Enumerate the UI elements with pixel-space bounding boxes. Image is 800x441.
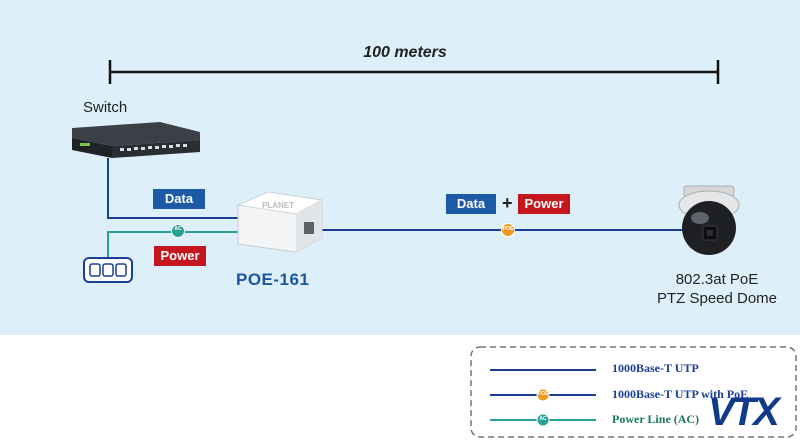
poe-power-badge: Power bbox=[518, 194, 570, 214]
poe-connector-marker bbox=[501, 223, 515, 237]
switch-data-badge: Data bbox=[153, 189, 205, 209]
diagram-background bbox=[0, 0, 800, 335]
poe-tag: POE bbox=[502, 226, 514, 232]
camera-label: 802.3at PoE PTZ Speed Dome bbox=[632, 270, 800, 308]
camera-label-line-1: 802.3at PoE bbox=[675, 271, 759, 288]
ptz-camera-icon bbox=[678, 185, 740, 255]
plus-sign: + bbox=[502, 193, 513, 213]
svg-text:PLANET: PLANET bbox=[262, 201, 294, 210]
ac-tag: AC bbox=[174, 226, 182, 232]
device-label: POE-161 bbox=[236, 270, 310, 289]
switch-label: Switch bbox=[83, 99, 128, 116]
switch-data-cable bbox=[107, 158, 240, 219]
power-outlet-icon bbox=[83, 257, 133, 283]
ac-power-cable bbox=[107, 231, 240, 258]
poe-injector-icon: PLANET bbox=[236, 191, 324, 253]
distance-label: 100 meters bbox=[363, 44, 447, 61]
legend-poe-tag: POE bbox=[537, 391, 549, 397]
distance-dimension bbox=[108, 60, 720, 84]
camera-label-line-2: PTZ Speed Dome bbox=[656, 290, 778, 307]
legend-ac-tag: AC bbox=[539, 416, 547, 422]
legend-box bbox=[470, 346, 797, 438]
switch-icon bbox=[72, 122, 200, 158]
ac-connector-marker bbox=[171, 224, 185, 238]
legend-utp-label: 1000Base-T UTP bbox=[612, 361, 699, 375]
ac-power-badge: Power bbox=[154, 246, 206, 266]
poe-data-badge: Data bbox=[446, 194, 496, 214]
legend-utp-poe-label: 1000Base-T UTP with PoE bbox=[612, 387, 749, 401]
vtx-watermark-logo: VTX bbox=[708, 390, 780, 434]
legend-power-line-label: Power Line (AC) bbox=[612, 412, 700, 426]
